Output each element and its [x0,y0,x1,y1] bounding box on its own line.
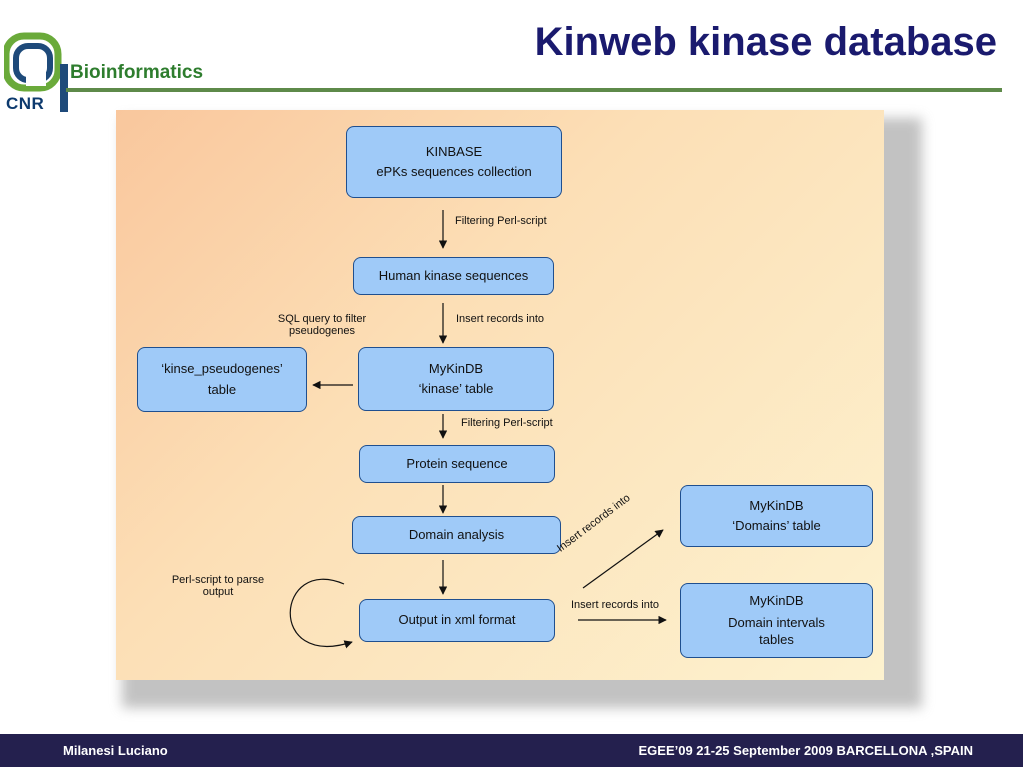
edge-label-insert-right: Insert records into [571,599,660,611]
node-protein-sequence: Protein sequence [359,445,555,483]
node-mykindb-kinase: MyKinDB ‘kinase’ table [358,347,554,411]
node-protein-label: Protein sequence [406,455,508,471]
node-human-kinase: Human kinase sequences [353,257,554,295]
node-human-kinase-label: Human kinase sequences [378,267,529,283]
footer-event: EGEE’09 21-25 September 2009 BARCELLONA … [638,743,973,758]
node-domains-title: MyKinDB [749,497,804,513]
node-pseudogenes: ‘kinse_pseudogenes’ table [137,347,307,412]
node-intervals-line2: Domain intervals [728,614,825,630]
node-pseudogenes-subtitle: table [207,381,237,397]
node-kinbase: KINBASE ePKs sequences collection [346,126,562,198]
node-kinbase-title: KINBASE [425,143,483,159]
edge-label-sql-line2: pseudogenes [288,325,356,337]
edge-label-sql: SQL query to filter pseudogenes [262,313,382,337]
edge-label-perl-line2: output [202,586,234,598]
page-title: Kinweb kinase database [534,20,997,64]
cnr-logo [4,32,68,112]
edge-label-filtering-1: Filtering Perl-script [455,215,547,227]
arrow-loop-output [289,578,353,649]
diagram-edges [289,210,667,649]
logo-org: CNR [6,94,45,113]
logo-text: Bioinformatics [70,62,204,83]
node-kinbase-subtitle: ePKs sequences collection [376,164,532,179]
node-output-label: Output in xml format [398,612,516,628]
arrow-output-domains [582,529,664,589]
edge-label-filtering-2: Filtering Perl-script [461,417,553,429]
node-pseudogenes-title: ‘kinse_pseudogenes’ [161,361,283,377]
edge-label-perl: Perl-script to parse output [160,574,276,598]
node-mykindb-title: MyKinDB [428,360,484,376]
node-domain-analysis: Domain analysis [352,516,561,554]
header-divider [66,88,1002,92]
edge-label-perl-line1: Perl-script to parse [171,574,265,586]
node-domain-label: Domain analysis [408,526,505,542]
node-domains-table: MyKinDB ‘Domains’ table [680,485,873,547]
edge-label-sql-line1: SQL query to filter [277,313,367,325]
node-intervals-title: MyKinDB [749,593,804,609]
node-output-xml: Output in xml format [359,599,555,642]
edge-label-insert-1: Insert records into [456,313,545,325]
node-mykindb-subtitle: ‘kinase’ table [418,381,494,396]
footer-bar: Milanesi Luciano EGEE’09 21-25 September… [0,734,1023,767]
node-intervals-line3: tables [759,632,794,648]
node-domain-intervals: MyKinDB Domain intervals tables [680,583,873,658]
node-domains-subtitle: ‘Domains’ table [732,518,821,533]
footer-author: Milanesi Luciano [63,743,168,758]
